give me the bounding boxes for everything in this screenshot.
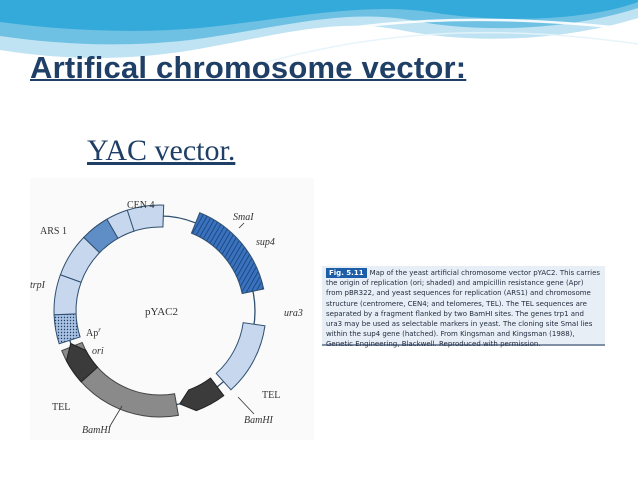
- header-wave-decoration: [0, 0, 638, 65]
- ori-segment: [53, 313, 81, 345]
- ori-label: ori: [92, 346, 104, 357]
- bamhi-right-label: BamHI: [244, 415, 274, 426]
- apr-label-superscript: r: [98, 326, 101, 334]
- slide-subtitle: YAC vector.: [87, 134, 236, 167]
- ars1-flank-segment: [106, 209, 135, 239]
- sup4-segment: [190, 212, 265, 295]
- figure-caption-text: Map of the yeast artificial chromosome v…: [326, 269, 601, 349]
- apr-label: Apr: [86, 326, 101, 339]
- slide-title: Artifical chromosome vector:: [30, 50, 467, 85]
- bamhi-left-label: BamHI: [82, 425, 112, 436]
- ura3-segment: [215, 322, 266, 391]
- tel-left-label: TEL: [52, 402, 70, 413]
- bamhi-left-leader: [109, 405, 123, 427]
- tel-right-label: TEL: [262, 390, 280, 401]
- cen4-label: CEN 4: [127, 200, 155, 211]
- plasmid-map-svg: pYAC2 CEN 4 SmaI sup4 ARS 1 trpI ura3 Ap…: [30, 200, 303, 436]
- ura3-label: ura3: [284, 308, 303, 319]
- trp1-label: trpI: [30, 280, 46, 291]
- ars1-label: ARS 1: [40, 226, 67, 237]
- smai-leader: [238, 222, 245, 229]
- plasmid-segments: [53, 204, 266, 418]
- bamhi-right-leader: [237, 396, 255, 415]
- tel-left-segment: [65, 342, 99, 383]
- apr-label-main: Ap: [86, 328, 98, 339]
- smai-label: SmaI: [233, 212, 254, 223]
- figure-caption-label: Fig. 5.11: [326, 268, 367, 278]
- pyac2-plasmid-map: pYAC2 CEN 4 SmaI sup4 ARS 1 trpI ura3 Ap…: [30, 178, 314, 440]
- sup4-label: sup4: [256, 237, 275, 248]
- plasmid-name-label: pYAC2: [145, 306, 178, 318]
- tel-right-segment: [179, 377, 225, 412]
